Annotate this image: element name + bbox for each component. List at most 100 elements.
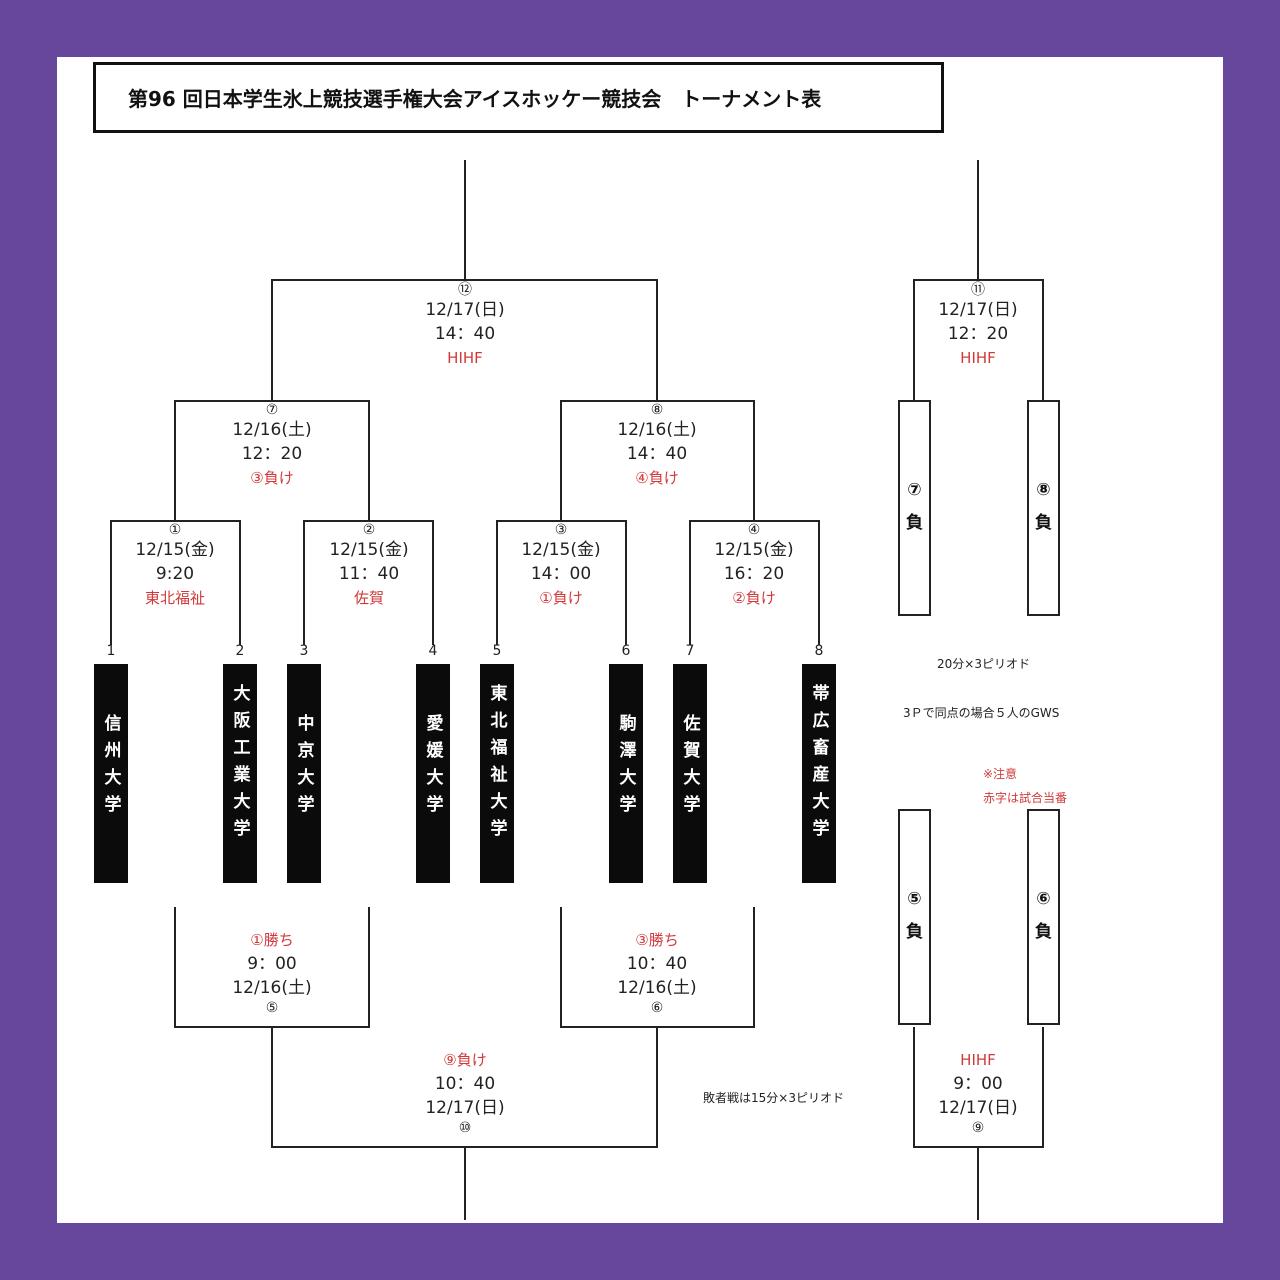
- match-9-info: HIHF 9：00 12/17(日) ⑨: [938, 1048, 1017, 1136]
- match-date: 12/16(土): [232, 420, 312, 440]
- loser-number: ⑤: [907, 889, 922, 909]
- match-duty: HIHF: [960, 349, 996, 367]
- team-komazawa: 駒澤大学: [609, 664, 643, 883]
- loser-label: 負: [1035, 922, 1052, 942]
- loser-box-7: ⑦ 負: [898, 400, 931, 616]
- match-duty: ②負け: [732, 589, 776, 607]
- team-tohoku-fukushi: 東北福祉大学: [480, 664, 514, 883]
- match-date: 12/16(土): [232, 978, 312, 998]
- match-duty: 東北福祉: [144, 589, 206, 607]
- match-duty: ③負け: [250, 469, 294, 487]
- match-date: 12/17(日): [425, 300, 505, 320]
- loser-box-6: ⑥ 負: [1027, 809, 1060, 1025]
- match-date: 12/17(日): [425, 1098, 505, 1118]
- note-consolation-periods: 敗者戦は15分×3ピリオド: [703, 1091, 844, 1105]
- match-11-info: ⑪ 12/17(日) 12：20 HIHF: [938, 282, 1017, 370]
- seed-number: 7: [685, 643, 695, 659]
- team-saga: 佐賀大学: [673, 664, 707, 883]
- match-1-info: ① 12/15(金) 9:20 東北福祉: [135, 522, 214, 610]
- match-date: 12/16(土): [617, 420, 697, 440]
- loser-box-8: ⑧ 負: [1027, 400, 1060, 616]
- match-date: 12/17(日): [938, 1098, 1018, 1118]
- match-duty: ⑨負け: [443, 1051, 487, 1069]
- match-time: 10：40: [434, 1074, 496, 1094]
- match-number: ⑪: [970, 282, 985, 298]
- match-time: 9：00: [247, 954, 297, 974]
- match-10-info: ⑨負け 10：40 12/17(日) ⑩: [425, 1048, 504, 1136]
- team-shinshu: 信州大学: [94, 664, 128, 883]
- match-4-info: ④ 12/15(金) 16：20 ②負け: [714, 522, 793, 610]
- seed-number: 3: [299, 643, 309, 659]
- match-number: ②: [362, 522, 376, 538]
- match-duty: HIHF: [960, 1051, 996, 1069]
- match-date: 12/15(金): [714, 540, 794, 560]
- seed-number: 4: [428, 643, 438, 659]
- match-2-info: ② 12/15(金) 11：40 佐賀: [329, 522, 408, 610]
- match-12-info: ⑫ 12/17(日) 14：40 HIHF: [425, 282, 504, 370]
- team-name: 駒澤大学: [615, 714, 636, 822]
- team-obihiro: 帯広畜産大学: [802, 664, 836, 883]
- match-number: ①: [168, 522, 182, 538]
- note-caution: ※注意: [983, 767, 1018, 781]
- team-name: 信州大学: [100, 714, 121, 822]
- seed-number: 2: [235, 643, 245, 659]
- match-date: 12/15(金): [521, 540, 601, 560]
- match-duty: ④負け: [635, 469, 679, 487]
- match-time: 9：00: [953, 1074, 1003, 1094]
- seed-number: 8: [814, 643, 824, 659]
- match-duty: 佐賀: [353, 589, 385, 607]
- match-time: 14：40: [626, 444, 688, 464]
- match-number: ⑩: [458, 1120, 472, 1136]
- tournament-sheet: [57, 57, 1223, 1223]
- bracket-lines: [110, 160, 1044, 1220]
- loser-number: ⑧: [1036, 480, 1051, 500]
- match-number: ③: [554, 522, 568, 538]
- match-number: ⑥: [650, 1000, 664, 1016]
- match-time: 10：40: [626, 954, 688, 974]
- loser-label: 負: [906, 922, 923, 942]
- team-chukyo: 中京大学: [287, 664, 321, 883]
- match-time: 9:20: [155, 564, 195, 584]
- match-number: ⑦: [265, 402, 279, 418]
- match-duty: HIHF: [447, 349, 483, 367]
- match-7-info: ⑦ 12/16(土) 12：20 ③負け: [232, 402, 311, 490]
- page-title: 第96 回日本学生氷上競技選手権大会アイスホッケー競技会 トーナメント表: [93, 62, 944, 133]
- team-name: 佐賀大学: [679, 714, 700, 822]
- team-name: 帯広畜産大学: [808, 684, 829, 846]
- note-red-text: 赤字は試合当番: [983, 791, 1068, 805]
- match-time: 14：40: [434, 324, 496, 344]
- match-5-info: ①勝ち 9：00 12/16(土) ⑤: [232, 928, 311, 1016]
- match-3-info: ③ 12/15(金) 14：00 ①負け: [521, 522, 600, 610]
- match-date: 12/15(金): [329, 540, 409, 560]
- loser-box-5: ⑤ 負: [898, 809, 931, 1025]
- match-number: ⑨: [971, 1120, 985, 1136]
- match-time: 12：20: [947, 324, 1009, 344]
- team-name: 愛媛大学: [422, 714, 443, 822]
- loser-label: 負: [906, 513, 923, 533]
- team-name: 東北福祉大学: [486, 684, 507, 846]
- team-ehime: 愛媛大学: [416, 664, 450, 883]
- match-duty: ①勝ち: [250, 931, 294, 949]
- match-6-info: ③勝ち 10：40 12/16(土) ⑥: [617, 928, 696, 1016]
- match-date: 12/17(日): [938, 300, 1018, 320]
- team-name: 大阪工業大学: [229, 684, 250, 846]
- loser-label: 負: [1035, 513, 1052, 533]
- note-gws: 3Ｐで同点の場合５人のGWS: [903, 706, 1060, 720]
- match-number: ④: [747, 522, 761, 538]
- team-name: 中京大学: [293, 714, 314, 822]
- match-number: ⑤: [265, 1000, 279, 1016]
- match-date: 12/16(土): [617, 978, 697, 998]
- match-time: 16：20: [723, 564, 785, 584]
- match-date: 12/15(金): [135, 540, 215, 560]
- match-time: 12：20: [241, 444, 303, 464]
- match-time: 11：40: [338, 564, 400, 584]
- team-osaka-kogyo: 大阪工業大学: [223, 664, 257, 883]
- seed-number: 5: [492, 643, 502, 659]
- seed-number: 1: [106, 643, 116, 659]
- match-duty: ①負け: [539, 589, 583, 607]
- loser-number: ⑦: [907, 480, 922, 500]
- loser-number: ⑥: [1036, 889, 1051, 909]
- match-8-info: ⑧ 12/16(土) 14：40 ④負け: [617, 402, 696, 490]
- match-number: ⑫: [457, 282, 472, 298]
- note-periods: 20分×3ピリオド: [937, 657, 1030, 671]
